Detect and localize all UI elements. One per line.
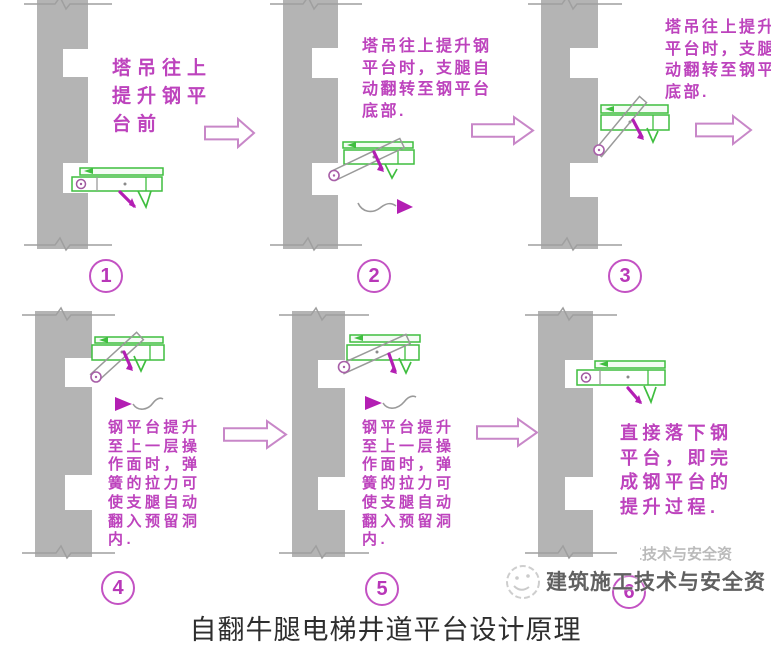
flow-arrow-icon [476, 417, 539, 448]
panel-5-steel-platform [337, 333, 421, 376]
panel-2-steel-platform [328, 137, 415, 182]
step-number-label: 2 [368, 264, 380, 287]
panel-3-step-number: 3 [608, 259, 642, 293]
panel-4-wall [22, 306, 115, 560]
flow-arrow-icon [204, 116, 256, 150]
panel-2-wall [270, 0, 362, 252]
break-line-icon [22, 544, 115, 560]
leg-bracket-icon [643, 385, 657, 405]
leg-bracket-icon [133, 355, 147, 374]
panel-5-wall [279, 306, 369, 560]
leg-bracket-icon [384, 163, 398, 180]
panel-2-rotation-arrow-icon [357, 199, 413, 214]
leg-bracket-icon [137, 190, 152, 210]
step-number-label: 1 [100, 264, 112, 287]
panel-1-wall [24, 0, 112, 252]
panel-5-step-number: 5 [365, 572, 399, 606]
flow-arrow-icon [471, 115, 535, 146]
diagram-caption: 自翻牛腿电梯井道平台设计原理 [189, 615, 582, 645]
panel-1-annotation: 塔吊往上 提升钢平 台前 [112, 58, 213, 135]
leg-bracket-icon [398, 357, 412, 376]
break-line-icon [279, 306, 369, 322]
break-line-icon [24, 236, 112, 252]
leg-bracket-icon [646, 127, 659, 145]
step-number-label: 6 [623, 580, 635, 603]
panel-2-step-number: 2 [357, 259, 391, 293]
panel-6-wall [525, 306, 617, 560]
panel-3-wall [528, 0, 622, 252]
flow-arrow-icon [223, 419, 288, 450]
panel-3-steel-platform [593, 95, 670, 158]
break-line-icon [24, 0, 112, 11]
step-number-label: 5 [376, 577, 388, 600]
break-line-icon [279, 544, 369, 560]
smiley-face-icon [506, 565, 540, 599]
panel-4-annotation: 钢平台提升 至上一层操 作面时，弹 簧的拉力可 使支腿自动 翻入预留洞 内. [108, 419, 201, 549]
panel-4-step-number: 4 [101, 571, 135, 605]
step-number-label: 3 [619, 264, 631, 287]
panel-5-annotation: 钢平台提升 至上一层操 作面时，弹 簧的拉力可 使支腿自动 翻入预留洞 内. [362, 419, 455, 549]
panel-6-annotation: 直接落下钢 平台，即完 成钢平台的 提升过程. [620, 423, 733, 517]
break-line-icon [270, 0, 362, 11]
break-line-icon [528, 0, 622, 11]
break-line-icon [528, 236, 622, 252]
break-line-icon [525, 306, 617, 322]
pivot-icon [580, 372, 592, 383]
watermark-fragment: 建筑施工技术与安全资 [640, 546, 732, 563]
panel-3-annotation: 塔吊往上提升钢 平台时，支腿自 动翻转至钢平台 底部. [665, 19, 771, 101]
panel-5-rotation-arrow-icon [365, 395, 417, 410]
break-line-icon [270, 236, 362, 252]
break-line-icon [525, 544, 617, 560]
flow-arrow-icon [695, 113, 753, 147]
panel-2-annotation: 塔吊往上提升钢 平台时，支腿自 动翻转至钢平台 底部. [362, 38, 492, 120]
panel-4-steel-platform [89, 331, 165, 383]
pivot-icon [75, 178, 87, 190]
panel-1-step-number: 1 [89, 259, 123, 293]
panel-1-steel-platform [71, 167, 164, 210]
panel-4-rotation-arrow-icon [115, 397, 164, 411]
panel-6-step-number: 6 [612, 575, 646, 609]
panel-6-steel-platform [576, 360, 666, 405]
break-line-icon [22, 306, 115, 322]
step-number-label: 4 [112, 576, 124, 599]
watermark: 建筑施工技术与安全资 [500, 560, 771, 605]
watermark-text: 建筑施工技术与安全资 [546, 571, 766, 594]
